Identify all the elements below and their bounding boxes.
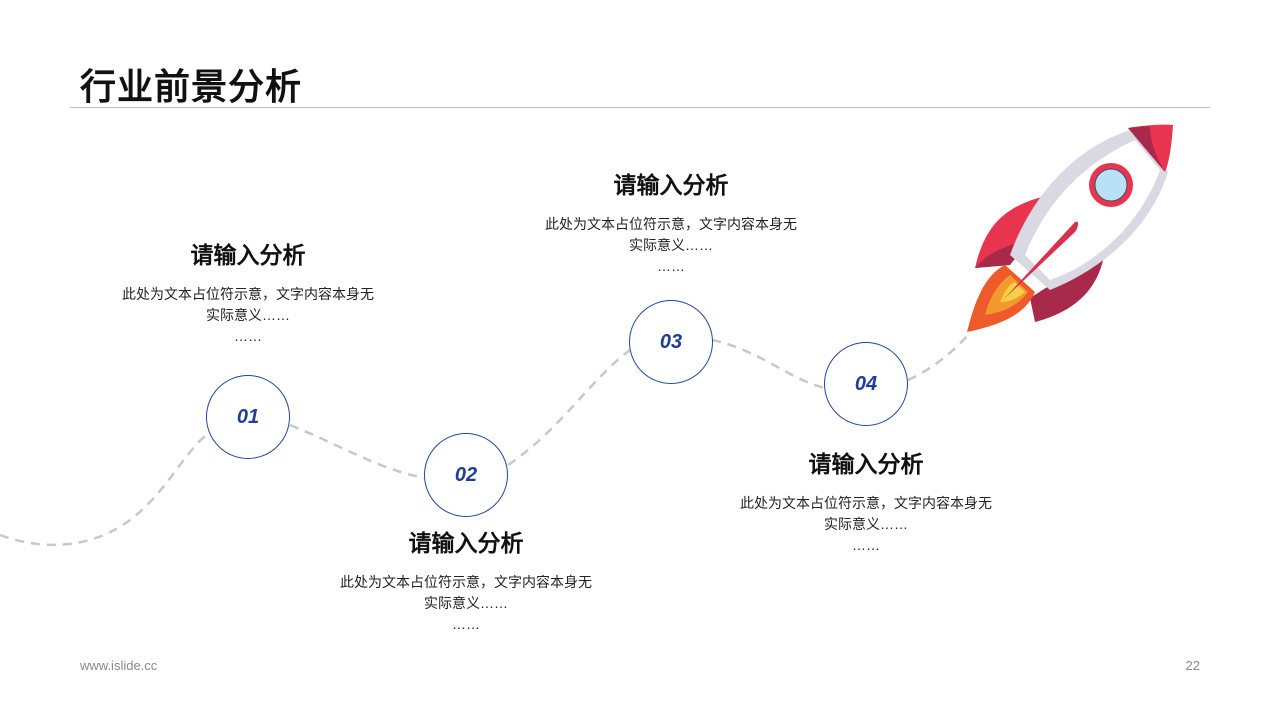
step-4-number: 04 [824,342,908,426]
step-body: 此处为文本占位符示意，文字内容本身无 [545,216,797,232]
dashed-path [0,334,969,547]
footer-website: www.islide.cc [80,658,158,673]
step-4-text: 请输入分析 此处为文本占位符示意，文字内容本身无 实际意义…… …… [716,445,1016,556]
step-3-text: 请输入分析 此处为文本占位符示意，文字内容本身无 实际意义…… …… [521,166,821,277]
step-body: 此处为文本占位符示意，文字内容本身无 [122,286,374,302]
step-body: 实际意义…… [424,595,508,611]
step-1-text: 请输入分析 此处为文本占位符示意，文字内容本身无 实际意义…… …… [98,236,398,347]
step-1-number: 01 [206,375,290,459]
step-2-number: 02 [424,433,508,517]
step-title: 请输入分析 [190,242,306,268]
step-body: …… [657,258,685,274]
step-body: …… [852,537,880,553]
step-body: 此处为文本占位符示意，文字内容本身无 [340,574,592,590]
step-body: …… [234,328,262,344]
rocket-icon [967,124,1173,332]
step-body: 此处为文本占位符示意，文字内容本身无 [740,495,992,511]
step-title: 请输入分析 [613,172,729,198]
step-body: 实际意义…… [824,516,908,532]
step-body: 实际意义…… [629,237,713,253]
step-title: 请输入分析 [408,530,524,556]
step-2-text: 请输入分析 此处为文本占位符示意，文字内容本身无 实际意义…… …… [316,524,616,635]
step-title: 请输入分析 [808,451,924,477]
step-body: …… [452,616,480,632]
step-3-number: 03 [629,300,713,384]
step-body: 实际意义…… [206,307,290,323]
page-number: 22 [1185,658,1200,673]
title-divider [70,107,1210,108]
page-title: 行业前景分析 [80,66,303,107]
